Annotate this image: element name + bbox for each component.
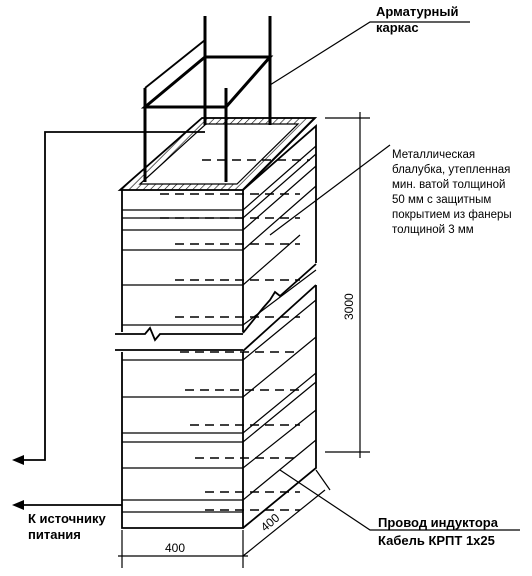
- column-front-face: [121, 190, 244, 529]
- inductor-winding: [115, 145, 317, 513]
- inductor-wire-label: Провод индуктора Кабель КРПТ 1х25: [378, 515, 502, 548]
- column-body: [117, 117, 318, 529]
- power-leads: [12, 131, 205, 510]
- width-dimension-label: 400: [165, 541, 185, 555]
- depth-dimension-label: 400: [258, 510, 283, 534]
- leader-lines: [269, 21, 520, 531]
- rebar-cage: [140, 16, 274, 182]
- height-dimension-label: 3000: [342, 293, 356, 320]
- dimension-lines: [118, 112, 370, 568]
- formwork-label: Металлическая блалубка, утепленная мин. …: [392, 149, 515, 236]
- insulation-hatching: [118, 117, 317, 191]
- rebar-cage-label: Арматурный каркас: [376, 4, 462, 35]
- power-source-label: К источнику питания: [28, 511, 109, 542]
- column-side-face: [242, 124, 317, 529]
- column-top-rim: [117, 117, 318, 191]
